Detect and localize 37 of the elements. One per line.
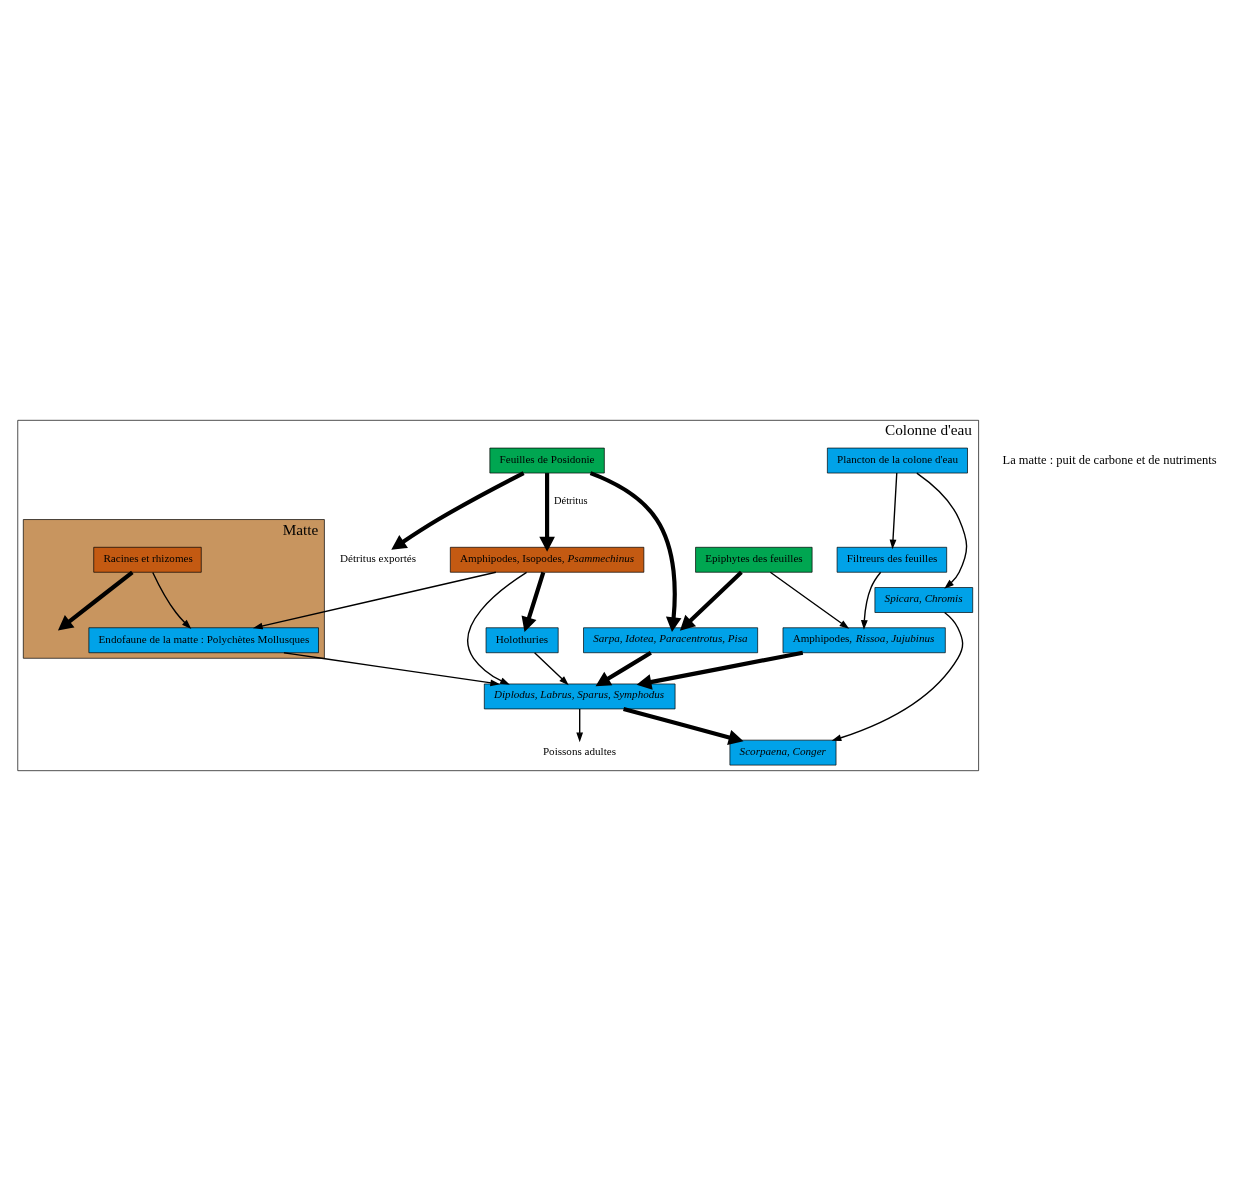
node-box: Diplodus, Labrus, Sparus, Symphodus bbox=[483, 683, 676, 710]
label: La matte : puit de carbone et de nutriments bbox=[1002, 452, 1217, 467]
node-box: Filtreurs des feuilles bbox=[836, 546, 948, 573]
node-box: Sarpa, Idotea, Paracentrotus, Pisa bbox=[583, 627, 758, 654]
arrow bbox=[391, 471, 525, 550]
node-box: Spicara, Chromis bbox=[874, 587, 974, 613]
node-box: Holothuries bbox=[485, 627, 559, 654]
arrow bbox=[860, 571, 882, 630]
node-box: Scorpaena, Conger bbox=[729, 739, 837, 766]
arrow bbox=[467, 571, 528, 685]
node-box: Epiphytes des feuilles bbox=[695, 546, 813, 573]
arrow bbox=[152, 571, 192, 630]
edge-label: Détritus bbox=[554, 494, 588, 506]
arrow bbox=[57, 570, 134, 631]
arrow bbox=[576, 708, 584, 743]
arrow bbox=[831, 611, 964, 742]
arrow bbox=[533, 652, 569, 686]
node-box: Endofaune de la matte : Polychètes Mollusques bbox=[88, 627, 319, 654]
arrow bbox=[679, 570, 743, 631]
arrow bbox=[769, 571, 850, 629]
node-box: Feuilles de Posidonie bbox=[489, 447, 605, 474]
arrow bbox=[636, 650, 804, 690]
node-box: Racines et rhizomes bbox=[93, 546, 202, 573]
arrow bbox=[521, 571, 546, 632]
arrow bbox=[283, 652, 501, 687]
node-box: Amphipodes, Isopodes, Psammechinus bbox=[449, 546, 645, 573]
arrow bbox=[589, 471, 682, 633]
node-box: Amphipodes, Rissoa, Jujubinus bbox=[782, 627, 946, 654]
node-box: Plancton de la colone d'eau bbox=[827, 447, 968, 474]
arrow bbox=[916, 472, 968, 589]
node-text: Poissons adultes bbox=[542, 745, 616, 758]
arrow bbox=[623, 706, 744, 745]
node-text: Détritus exportés bbox=[340, 552, 417, 565]
arrow bbox=[889, 472, 898, 550]
arrow bbox=[252, 571, 497, 630]
arrow bbox=[539, 473, 555, 552]
arrow bbox=[595, 651, 652, 687]
